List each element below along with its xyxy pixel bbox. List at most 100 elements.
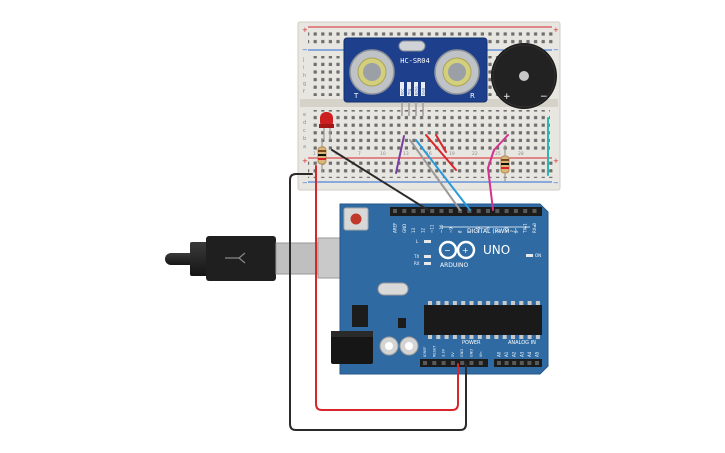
breadboard-row-letters: j i h g f e d c b a bbox=[302, 57, 306, 150]
power-pin-hole[interactable] bbox=[441, 361, 446, 365]
svg-text:L: L bbox=[416, 239, 419, 244]
wire-ground-digital bbox=[331, 149, 429, 211]
wire-ground bbox=[289, 173, 467, 431]
power-pin-hole[interactable] bbox=[432, 361, 437, 365]
digital-pin-hole[interactable] bbox=[430, 209, 435, 213]
svg-text:16: 16 bbox=[426, 151, 432, 157]
wire-echo bbox=[415, 139, 471, 211]
red-led bbox=[319, 112, 334, 140]
arduino-model: UNO bbox=[483, 243, 510, 257]
svg-text:28: 28 bbox=[518, 151, 524, 157]
sensor-r-mark: R bbox=[470, 92, 475, 100]
svg-text:−: − bbox=[302, 46, 308, 54]
digital-pin-hole[interactable] bbox=[448, 209, 453, 213]
digital-pin-hole[interactable] bbox=[532, 209, 537, 213]
analog-pin-hole[interactable] bbox=[497, 361, 501, 365]
digital-pin-label: 8 bbox=[458, 230, 463, 233]
digital-pin-hole[interactable] bbox=[439, 209, 444, 213]
digital-pin-hole[interactable] bbox=[458, 209, 463, 213]
svg-text:−: − bbox=[553, 46, 559, 54]
power-pin-label: 5V bbox=[451, 352, 455, 357]
power-pin-hole[interactable] bbox=[469, 361, 474, 365]
svg-text:4: 4 bbox=[335, 151, 338, 157]
digital-pin-hole[interactable] bbox=[495, 209, 500, 213]
breadboard-jumpers bbox=[395, 117, 549, 176]
svg-text:g: g bbox=[303, 81, 306, 87]
ultrasonic-sensor: HC-SR04 T R Vcc Trig Echo Gnd bbox=[343, 37, 488, 116]
svg-text:b: b bbox=[303, 136, 306, 142]
svg-text:−: − bbox=[302, 179, 308, 187]
digital-pin-hole[interactable] bbox=[467, 209, 472, 213]
digital-pin-hole[interactable] bbox=[486, 209, 490, 213]
digital-pin-label: 13 bbox=[411, 227, 416, 233]
power-pin-label: Vin bbox=[479, 351, 483, 357]
analog-pin-hole[interactable] bbox=[512, 361, 517, 365]
power-label: POWER bbox=[462, 340, 481, 346]
power-pin-label: GND bbox=[470, 349, 474, 357]
digital-pin-hole[interactable] bbox=[504, 209, 509, 213]
digital-pin-hole[interactable] bbox=[393, 209, 397, 213]
svg-text:+: + bbox=[302, 26, 308, 34]
arduino-brand: ARDUINO bbox=[440, 262, 469, 269]
wire-5v bbox=[315, 165, 459, 411]
svg-text:d: d bbox=[303, 120, 306, 126]
reset-button[interactable] bbox=[343, 207, 369, 231]
analog-pin-hole[interactable] bbox=[527, 361, 532, 365]
transmitter-transducer bbox=[349, 49, 395, 95]
digital-pin-label: ~11 bbox=[430, 224, 435, 233]
analog-pin-hole[interactable] bbox=[504, 361, 509, 365]
digital-pin-label: TX▸1 bbox=[523, 223, 528, 234]
digital-pin-label: ~10 bbox=[439, 224, 444, 233]
wires bbox=[289, 139, 495, 431]
analog-pin-label: A0 bbox=[497, 351, 502, 357]
svg-text:h: h bbox=[303, 73, 306, 79]
breadboard-col-numbers: 1 4 7 10 13 16 19 22 25 28 bbox=[313, 151, 524, 157]
sensor-pin-gnd: Gnd bbox=[422, 88, 426, 95]
analog-pin-hole[interactable] bbox=[519, 361, 524, 365]
svg-text:ON: ON bbox=[535, 253, 541, 258]
svg-text:TX: TX bbox=[413, 254, 419, 259]
power-pin-hole[interactable] bbox=[460, 361, 465, 365]
digital-pin-label: 4 bbox=[495, 230, 500, 233]
digital-pin-label: ~5 bbox=[486, 227, 491, 233]
receiver-transducer bbox=[434, 49, 480, 95]
digital-pin-hole[interactable] bbox=[513, 209, 518, 213]
svg-text:+: + bbox=[553, 157, 559, 165]
power-pin-hole[interactable] bbox=[450, 361, 455, 365]
svg-text:c: c bbox=[303, 128, 306, 134]
piezo-buzzer: + − bbox=[491, 43, 557, 109]
microcontroller-chip bbox=[424, 301, 542, 339]
power-pin-hole[interactable] bbox=[423, 361, 427, 365]
svg-text:+: + bbox=[553, 26, 559, 34]
svg-text:e: e bbox=[303, 112, 306, 118]
svg-text:10: 10 bbox=[380, 151, 386, 157]
power-pin-hole[interactable] bbox=[478, 361, 483, 365]
digital-pin-hole[interactable] bbox=[411, 209, 416, 213]
digital-pin-label: ~3 bbox=[504, 227, 509, 233]
svg-text:−: − bbox=[553, 179, 559, 187]
digital-pin-hole[interactable] bbox=[523, 209, 528, 213]
resistor-led bbox=[317, 138, 327, 172]
svg-text:19: 19 bbox=[449, 151, 455, 157]
power-pin-label: GND bbox=[460, 349, 464, 357]
buzzer-minus-label: − bbox=[540, 92, 548, 102]
power-pin-label: 3.3V bbox=[442, 348, 446, 357]
svg-text:a: a bbox=[303, 144, 306, 150]
digital-pin-label: 2 bbox=[513, 230, 518, 233]
digital-pin-hole[interactable] bbox=[402, 209, 407, 213]
onboard-leds: L TX RX ON bbox=[413, 239, 541, 266]
digital-pin-hole[interactable] bbox=[420, 209, 425, 213]
svg-text:f: f bbox=[303, 89, 305, 95]
digital-pin-label: AREF bbox=[393, 222, 398, 233]
usb-cable bbox=[165, 236, 322, 281]
analog-pin-hole[interactable] bbox=[535, 361, 539, 365]
sensor-pin-vcc: Vcc bbox=[401, 89, 405, 95]
analog-pin-label: A4 bbox=[527, 351, 532, 357]
digital-pin-hole[interactable] bbox=[476, 209, 481, 213]
analog-pin-label: A2 bbox=[512, 351, 517, 357]
power-pin-label: RESET bbox=[432, 345, 436, 357]
analog-pin-label: A3 bbox=[519, 351, 524, 357]
